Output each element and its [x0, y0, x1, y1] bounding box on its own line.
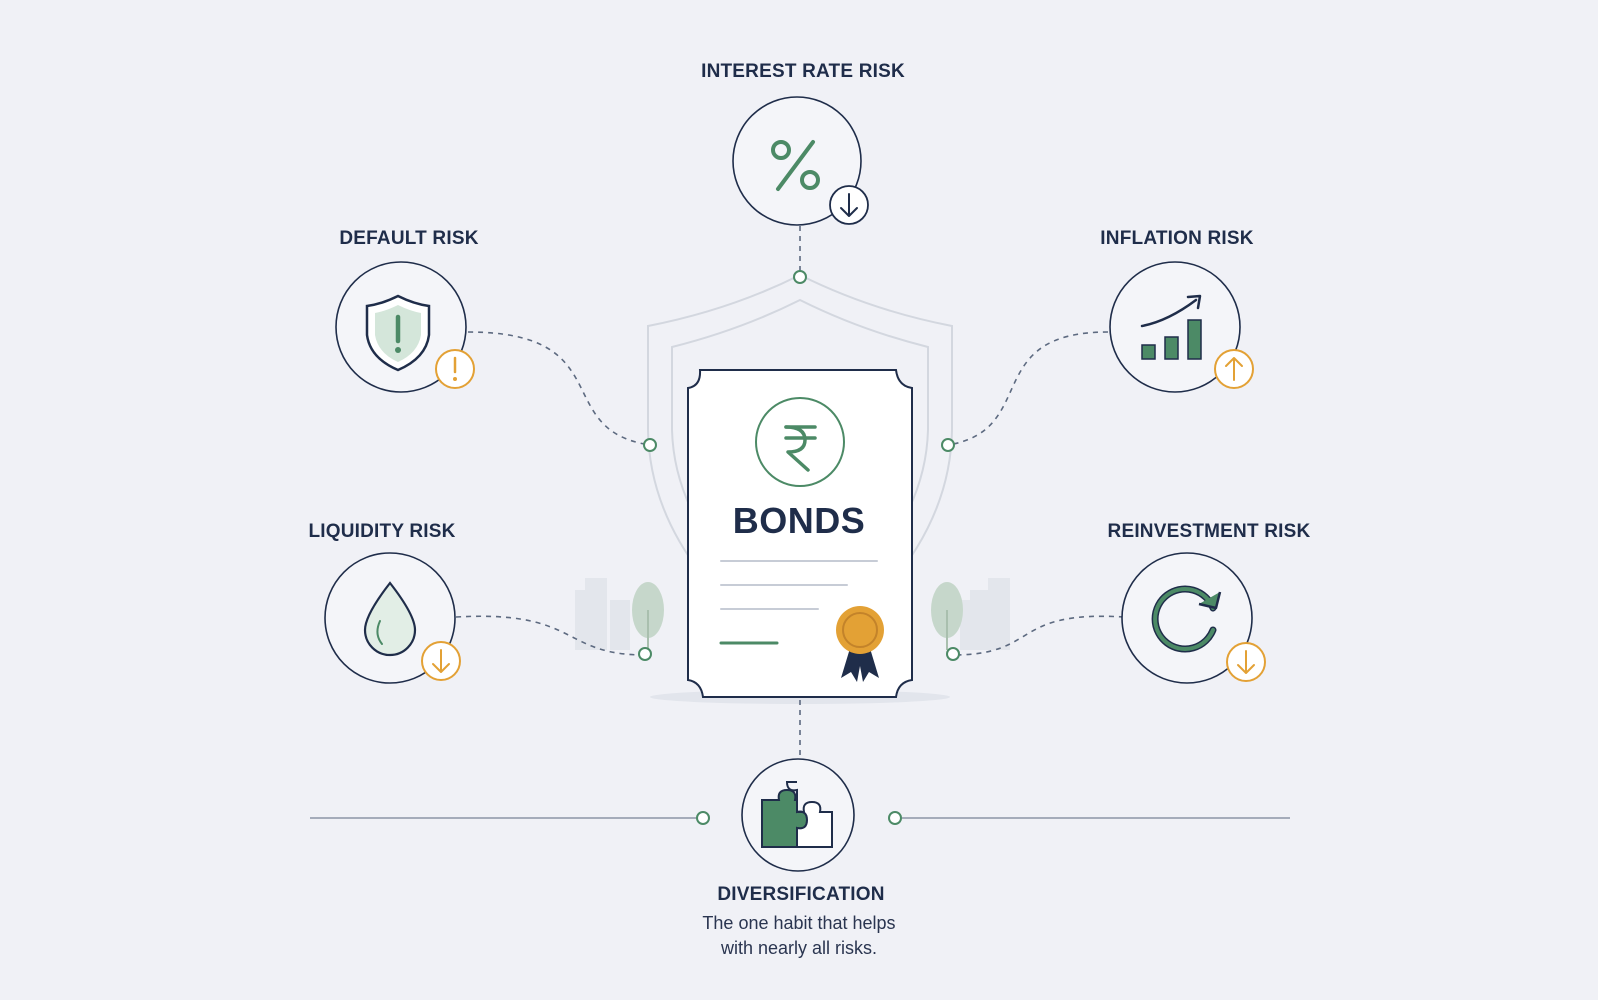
reinvestment-risk-label: REINVESTMENT RISK — [1107, 521, 1311, 542]
refresh-icon — [1151, 585, 1222, 653]
caption-line-1: The one habit that helps — [702, 913, 896, 933]
arrow-up-icon — [1214, 349, 1254, 389]
connector-lines — [455, 226, 1125, 758]
puzzle-icon — [761, 781, 833, 848]
arrow-down-icon — [421, 641, 461, 681]
node-liquidity — [324, 552, 461, 684]
exclamation-icon — [435, 349, 475, 389]
diversification-label: DIVERSIFICATION — [717, 884, 885, 905]
liquidity-risk-label: LIQUIDITY RISK — [308, 521, 456, 542]
shield-alert-icon — [365, 294, 431, 372]
award-ribbon-icon — [836, 606, 884, 682]
document-lines — [719, 560, 878, 645]
percent-icon — [771, 140, 820, 191]
node-diversification — [741, 758, 855, 872]
city-silhouette-left — [575, 578, 630, 650]
connector-default — [467, 331, 651, 446]
node-interest-rate — [732, 96, 869, 226]
diversification-caption: The one habit that helps with nearly all… — [649, 911, 949, 961]
bond-document — [687, 369, 913, 698]
node-inflation — [1109, 261, 1254, 393]
connector-liquidity — [455, 615, 646, 656]
connector-reinvestment — [952, 615, 1125, 656]
tree-right — [931, 582, 963, 650]
interest-rate-risk-label: INTEREST RATE RISK — [701, 61, 905, 82]
water-drop-icon — [363, 581, 417, 657]
bar-chart-up-icon — [1140, 294, 1202, 360]
tree-left — [632, 582, 664, 650]
connector-inflation — [947, 331, 1109, 446]
connector-dots — [638, 270, 960, 825]
caption-line-2: with nearly all risks. — [720, 938, 878, 958]
node-default — [335, 261, 475, 393]
city-silhouette-right — [960, 578, 1010, 650]
inflation-risk-label: INFLATION RISK — [1100, 228, 1254, 249]
arrow-down-icon — [829, 185, 869, 225]
bonds-title: BONDS — [732, 500, 866, 541]
rupee-icon — [755, 397, 845, 487]
arrow-down-icon — [1226, 642, 1266, 682]
node-reinvestment — [1121, 552, 1266, 684]
default-risk-label: DEFAULT RISK — [339, 228, 479, 249]
